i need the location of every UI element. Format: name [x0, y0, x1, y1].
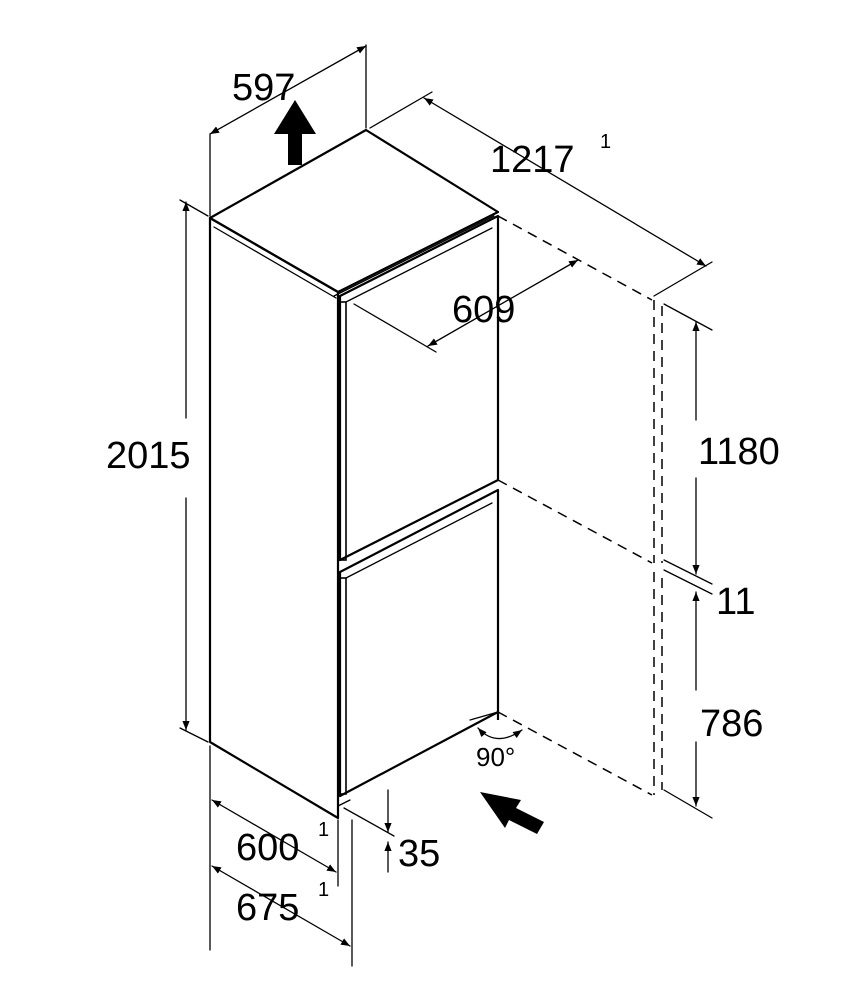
- dim-door-width: 609: [353, 259, 579, 353]
- dim-depth-with-handle: 675 1: [211, 819, 353, 967]
- depth-note: 1: [318, 819, 329, 841]
- door-gap-label: 11: [716, 581, 755, 623]
- lower-door-height-label: 786: [700, 703, 763, 745]
- fridge-cabinet: [208, 128, 500, 820]
- width-open-door-note: 1: [600, 131, 611, 153]
- plinth-label: 35: [398, 833, 440, 875]
- door-width-label: 609: [452, 289, 515, 331]
- cabinet-side: [208, 216, 340, 820]
- dim-height-total: 2015: [106, 199, 209, 743]
- dim-upper-door-height: 1180: [663, 303, 780, 585]
- depth-with-handle-note: 1: [318, 879, 329, 901]
- open-door-outline: [497, 215, 663, 796]
- dim-door-gap: 11: [663, 569, 755, 623]
- door-angle-label: 90°: [476, 742, 515, 772]
- dim-plinth: 35: [343, 789, 440, 875]
- ventilation-up-arrow-icon: [274, 100, 316, 165]
- dim-lower-door-height: 786: [663, 591, 763, 819]
- dim-width-top: 597: [209, 44, 367, 217]
- upper-door-height-label: 1180: [698, 431, 780, 473]
- height-total-label: 2015: [106, 435, 191, 477]
- door-angle-indicator: 90°: [476, 727, 523, 772]
- dim-width-open-door: 1217 1: [369, 91, 713, 297]
- depth-with-handle-label: 675: [236, 887, 299, 929]
- cabinet-top: [208, 128, 500, 294]
- width-top-label: 597: [232, 67, 295, 109]
- lower-door-handle: [337, 577, 347, 795]
- width-open-door-label: 1217: [490, 139, 575, 181]
- depth-label: 600: [236, 827, 299, 869]
- lower-door: [338, 488, 500, 798]
- airflow-arrow-icon: [480, 792, 544, 834]
- upper-door-handle: [337, 301, 347, 561]
- upper-door: [338, 214, 500, 562]
- dim-depth: 600 1: [209, 745, 339, 951]
